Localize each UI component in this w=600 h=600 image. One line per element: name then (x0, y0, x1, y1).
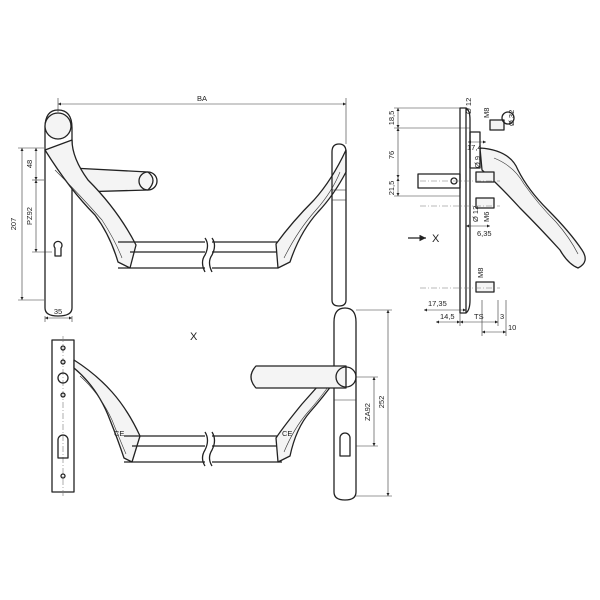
dim-label-17-35: 17,35 (428, 299, 447, 308)
dim-label-17-4: 17,4 (467, 143, 482, 152)
dim-label-ts: TS (474, 312, 484, 321)
dim-label-za92: ZA92 (363, 403, 372, 421)
bottom-lever (250, 365, 347, 389)
dim-label-dia12-mid: Ø 12 (471, 206, 480, 222)
dim-label-6-35: 6,35 (477, 229, 492, 238)
bottom-left-arm (73, 359, 141, 463)
front-view: BA 207 48 PZ92 35 (9, 94, 347, 322)
dim-label-ba: BA (197, 94, 207, 103)
lever-hole (57, 372, 69, 384)
dim-207: 207 (9, 147, 44, 301)
dim-ZA92: ZA92 (356, 376, 378, 447)
dim-252: 252 (356, 309, 392, 497)
side-dims: 18,5 76 21,5 Ø 12 M8 Ø 32 17,4 Ø 9 Ø 12 … (387, 98, 516, 336)
dim-BA: BA (57, 94, 347, 144)
view-x: X CE CE 252 (51, 307, 392, 501)
bottom-cylinder-hole (57, 434, 69, 459)
dim-label-35: 35 (54, 307, 62, 316)
view-label-x: X (190, 331, 198, 343)
bar-left (118, 241, 205, 269)
left-arm (44, 139, 137, 269)
m8-screw-bottom (475, 281, 495, 293)
m6-screw-mid (475, 197, 495, 209)
break-left (201, 237, 209, 273)
dim-label-dia12-top: Ø 12 (464, 98, 473, 114)
side-handle (479, 147, 586, 269)
dim-label-10: 10 (508, 323, 516, 332)
screw-hole-4 (60, 473, 66, 479)
side-view: X 18,5 76 21,5 Ø 12 M8 Ø 32 17,4 Ø 9 Ø 1… (387, 98, 586, 336)
screw-hole-2 (60, 359, 66, 365)
dim-label-252: 252 (377, 396, 386, 409)
screw-hole-1 (60, 345, 66, 351)
dim-label-21-5: 21,5 (387, 181, 396, 196)
bottom-bar (124, 435, 290, 463)
door-panel (459, 107, 467, 314)
dim-35: 35 (44, 307, 73, 322)
bottom-right-cylinder (339, 432, 351, 457)
dim-label-m8-bottom: M8 (476, 268, 485, 278)
ce-mark-right: CE (282, 429, 292, 438)
dim-label-207: 207 (9, 218, 18, 231)
lever-knob (138, 171, 158, 191)
break-right (208, 237, 216, 273)
m8-knob-top (489, 119, 505, 131)
left-escutcheon-plate (44, 109, 73, 317)
dim-PZ92: PZ92 (25, 180, 52, 253)
door-edge (465, 107, 471, 314)
left-rose (44, 112, 72, 140)
dim-label-dia32: Ø 32 (507, 110, 516, 126)
dim-label-18-5: 18,5 (387, 111, 396, 126)
knob-32 (501, 111, 515, 125)
dim-label-m6: M6 (482, 212, 491, 222)
cylinder-hole (53, 240, 63, 257)
dim-label-pz92: PZ92 (25, 207, 34, 225)
m6-screw-top (475, 171, 495, 183)
dim-48: 48 (25, 148, 44, 181)
bottom-right-plate (333, 307, 357, 501)
view-label-x-side: X (432, 233, 440, 245)
right-escutcheon-plate (331, 143, 347, 307)
screw-hole-3 (60, 392, 66, 398)
right-arm (275, 149, 347, 269)
ce-mark-left: CE (114, 429, 124, 438)
dim-label-14-5: 14,5 (440, 312, 455, 321)
dim-label-3: 3 (500, 312, 504, 321)
dim-label-m8-top: M8 (482, 108, 491, 118)
dim-label-48: 48 (25, 160, 34, 168)
dim-label-76: 76 (387, 151, 396, 159)
dim-label-dia9: Ø 9 (473, 156, 482, 168)
spindle (417, 173, 461, 189)
